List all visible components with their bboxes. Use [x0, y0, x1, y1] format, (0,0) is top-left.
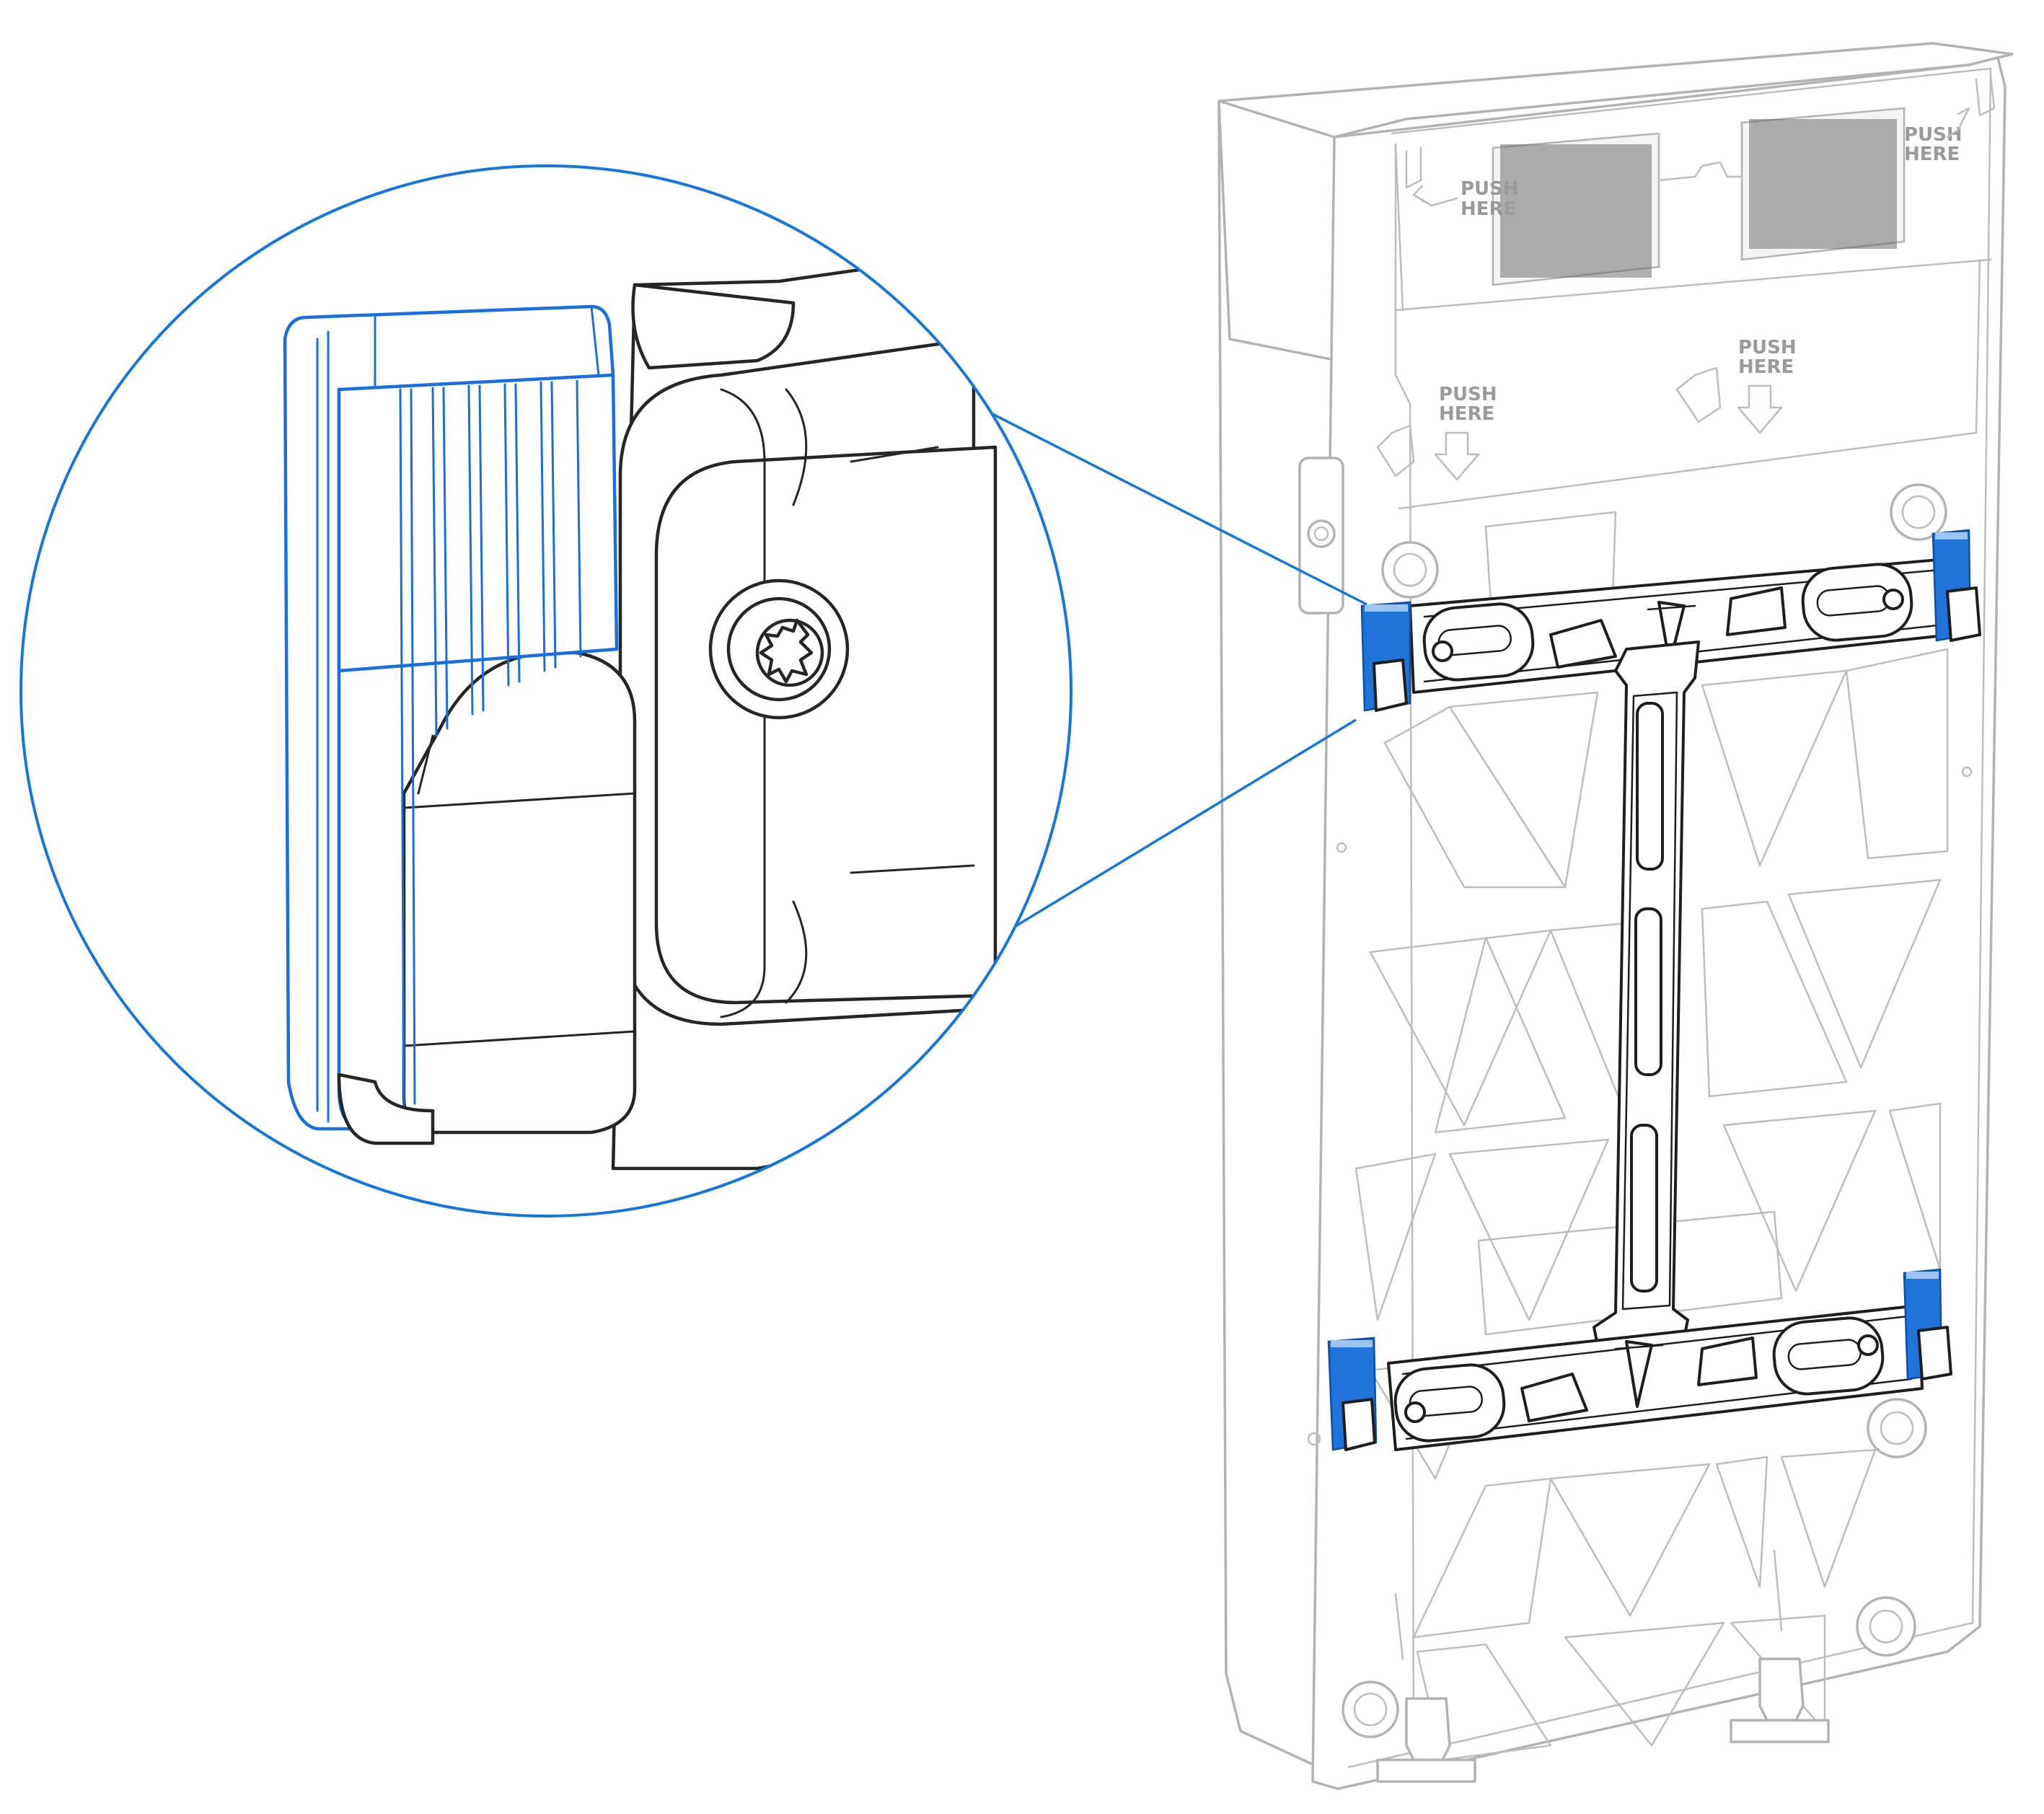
- push-label: PUSH: [1439, 384, 1497, 405]
- here-label: HERE: [1738, 356, 1794, 378]
- bracket-hook-top-right: [1931, 529, 1981, 642]
- clip-grip-ridges: [399, 379, 582, 1112]
- bracket-hook-bottom-right: [1903, 1268, 1952, 1381]
- zoom-circle-border: [19, 164, 1072, 1218]
- here-label: HERE: [1461, 198, 1516, 220]
- down-arrow-icon: [1737, 384, 1783, 434]
- corner-bosses: [1342, 483, 1947, 1738]
- device-feet: [1376, 1549, 1830, 1783]
- push-label: PUSH: [1738, 337, 1797, 358]
- bracket-spine: [1593, 640, 1700, 1347]
- hand-push-icon: [1675, 366, 1722, 423]
- push-label: PUSH: [1461, 178, 1519, 200]
- push-here-top-left: PUSH HERE: [1405, 146, 1519, 220]
- zoom-detail-circle: [19, 164, 1072, 1218]
- edge-screws: [1307, 766, 1973, 1446]
- push-here-mid-left: PUSH HERE: [1376, 384, 1497, 481]
- push-here-top-right: PUSH HERE: [1904, 74, 1996, 165]
- here-label: HERE: [1439, 403, 1494, 425]
- device-back-panel: [1217, 42, 2014, 1790]
- push-arrow-icon: [1405, 146, 1458, 207]
- bracket-hook-top-left: [1360, 601, 1411, 712]
- vent-grille-right: [1740, 107, 1906, 261]
- hand-push-icon: [1376, 424, 1415, 477]
- bracket-hook-bottom-left: [1327, 1337, 1378, 1451]
- push-arrow-icon: [1946, 74, 1996, 138]
- bracket-bottom-rail: [1387, 1304, 1924, 1451]
- down-arrow-icon: [1434, 431, 1480, 481]
- push-here-mid-right: PUSH HERE: [1675, 337, 1797, 434]
- bracket-top-rail: [1409, 558, 1952, 694]
- side-connector: [1298, 457, 1344, 615]
- torx-screw-icon: [708, 578, 850, 720]
- vent-grille-left: [1492, 132, 1660, 286]
- push-label: PUSH: [1904, 124, 1962, 146]
- here-label: HERE: [1904, 144, 1960, 165]
